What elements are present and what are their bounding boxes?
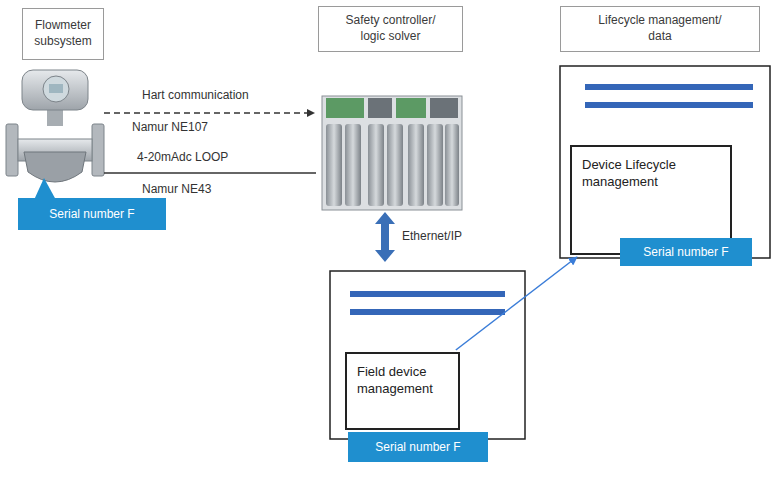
- loop-line: [104, 172, 316, 174]
- signal-name: Namur NE107: [130, 120, 210, 134]
- column-header: Flowmeter subsystem: [22, 8, 104, 60]
- hart-line: [104, 112, 314, 114]
- controller-illustration: [322, 96, 462, 210]
- panel-bar: [350, 309, 505, 315]
- column-header: Safety controller/ logic solver: [318, 6, 463, 52]
- box-text: Lifecycle management/ data: [591, 13, 729, 44]
- signal-name: Ethernet/IP: [400, 229, 464, 243]
- device-box: Field device management: [345, 352, 460, 430]
- serial-tag: Serial number F: [348, 432, 488, 462]
- signal-name: Hart communication: [140, 88, 251, 102]
- signal-name: Namur NE43: [140, 182, 213, 196]
- box-text: Device Lifecycle management: [582, 157, 694, 191]
- signal-name: 4-20mAdc LOOP: [135, 150, 230, 164]
- box-text: Safety controller/ logic solver: [335, 13, 447, 44]
- panel-bar: [350, 291, 505, 297]
- box-text: Serial number F: [643, 245, 728, 259]
- serial-tag: Serial number F: [620, 238, 752, 266]
- serial-tag: Serial number F: [18, 198, 166, 230]
- panel-bar: [585, 102, 753, 108]
- column-header: Lifecycle management/ data: [560, 6, 760, 52]
- panel-outline: [330, 271, 525, 439]
- data-link: [456, 257, 577, 350]
- panel-outline: [560, 66, 770, 258]
- box-text: Serial number F: [49, 207, 134, 221]
- box-text: Field device management: [357, 364, 448, 398]
- flowmeter-illustration: [6, 70, 104, 182]
- box-text: Serial number F: [375, 440, 460, 454]
- tag-pointer: [34, 178, 56, 200]
- ethernet-arrow: [375, 212, 395, 262]
- panel-bar: [585, 84, 753, 90]
- box-text: Flowmeter subsystem: [29, 18, 97, 49]
